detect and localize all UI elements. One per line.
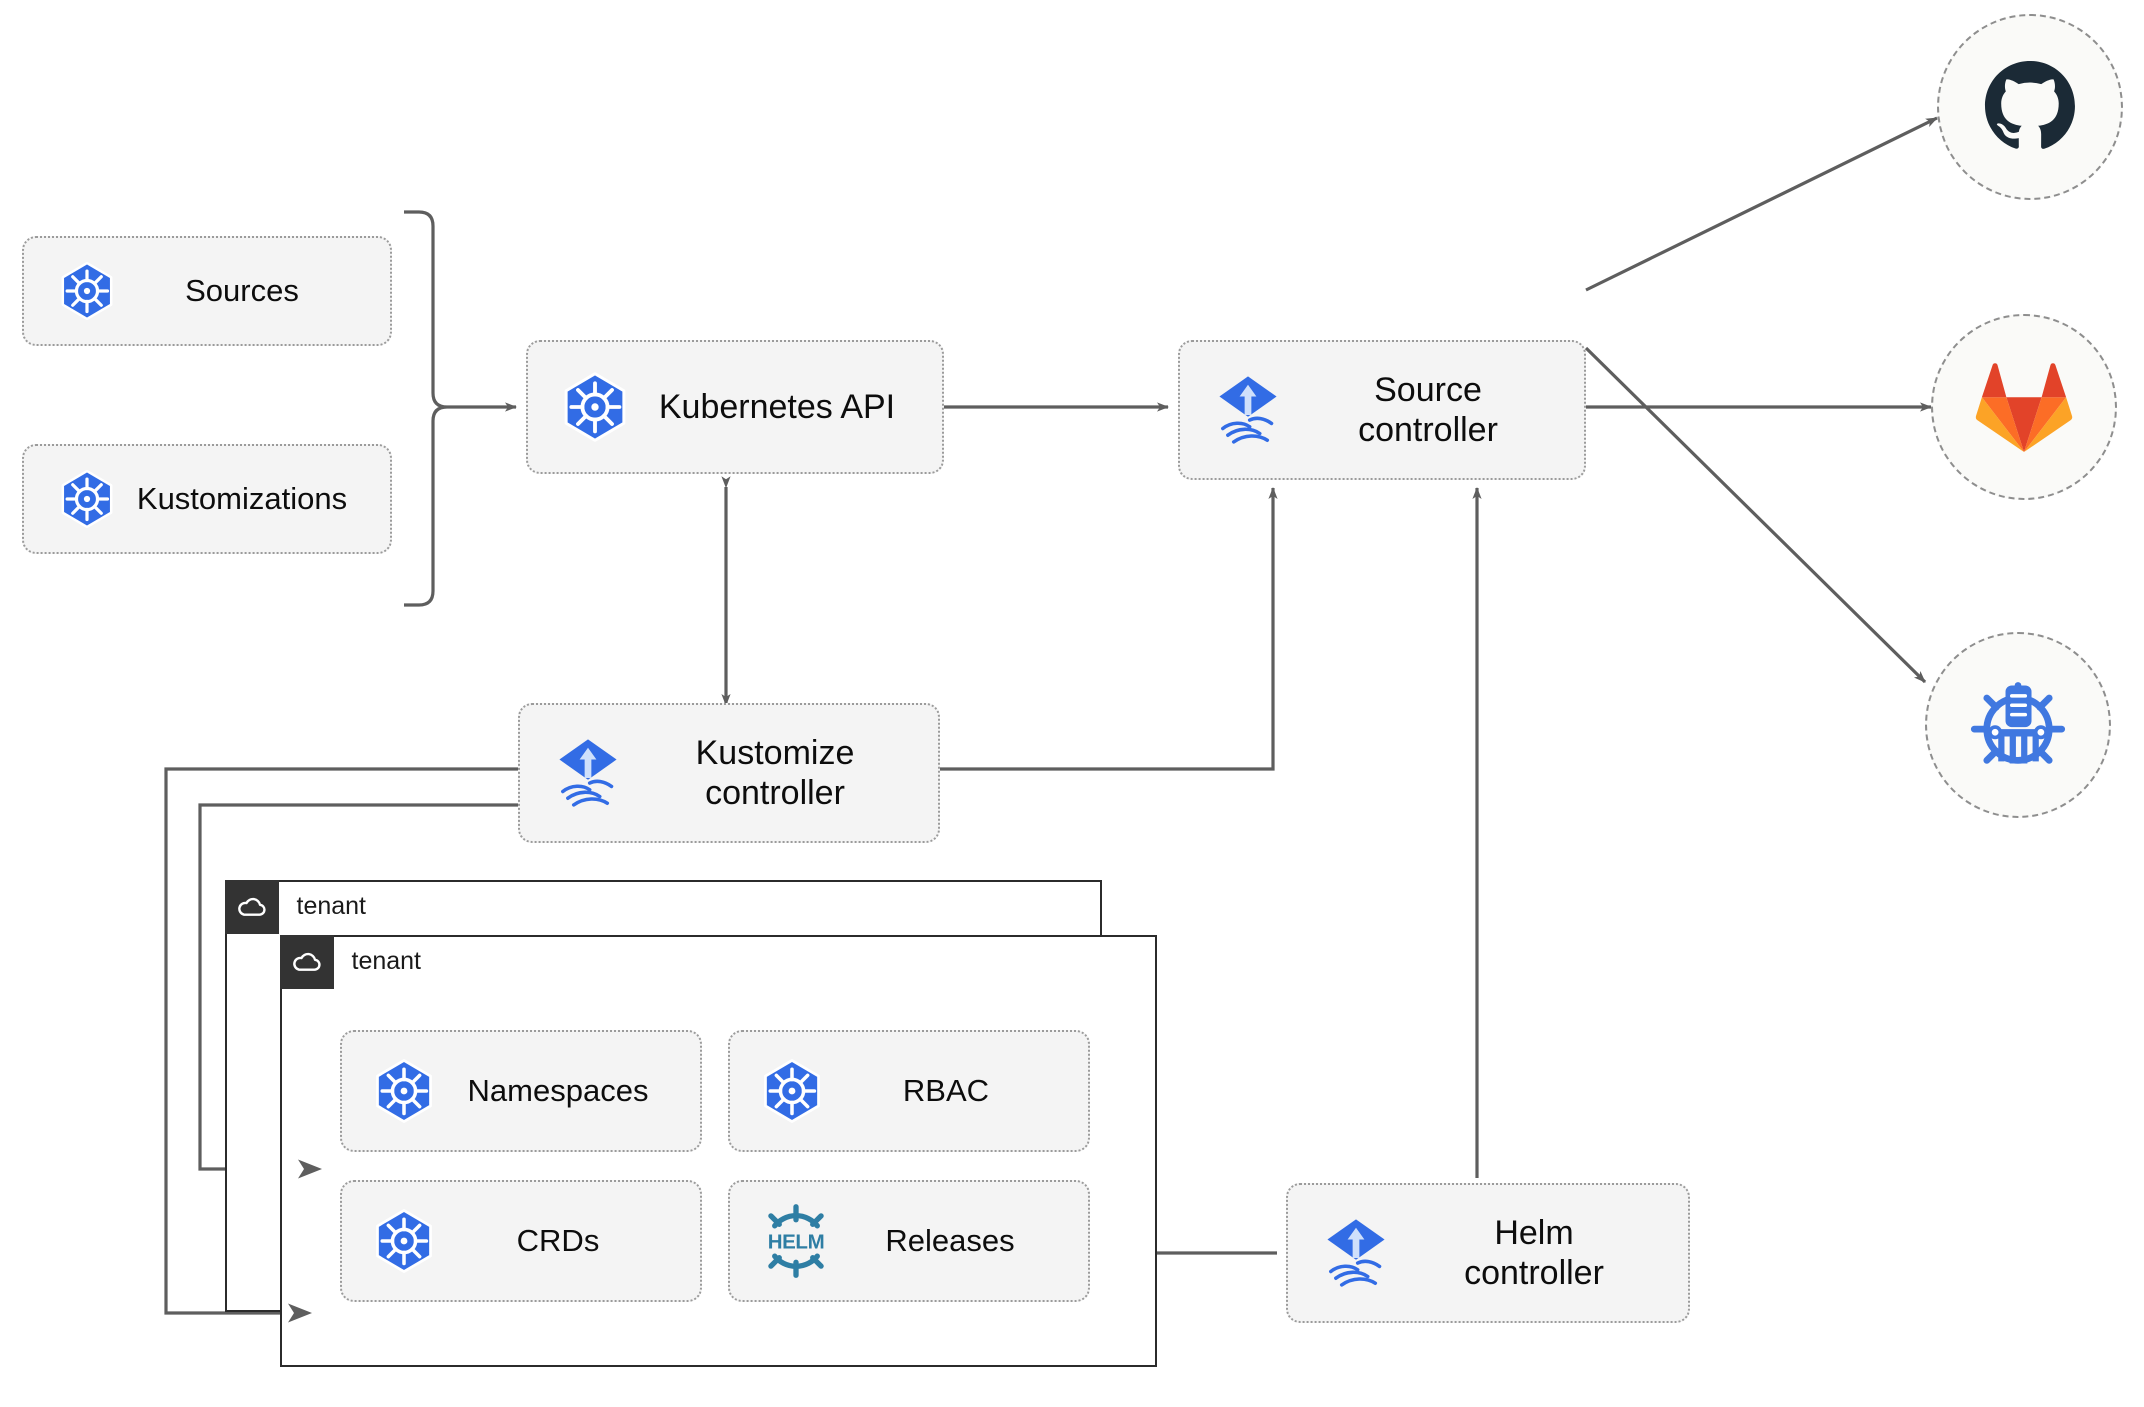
- node-kustomize-controller[interactable]: Kustomize controller: [518, 703, 940, 843]
- tenant-tab-back: tenant: [224, 879, 367, 934]
- kubernetes-icon: [370, 1057, 438, 1125]
- flux-icon: [1206, 368, 1290, 452]
- provider-gitlab[interactable]: [1931, 314, 2117, 500]
- flux-icon: [1314, 1211, 1398, 1295]
- node-label: Helm controller: [1464, 1213, 1604, 1292]
- provider-helm-repository[interactable]: [1925, 632, 2111, 818]
- tenant-tab-front: tenant: [279, 934, 422, 989]
- node-label: Namespaces: [467, 1072, 649, 1108]
- tenant-label-back: tenant: [296, 892, 367, 920]
- node-namespaces[interactable]: Namespaces: [340, 1030, 702, 1152]
- kubernetes-icon: [370, 1207, 438, 1275]
- node-rbac[interactable]: RBAC: [728, 1030, 1090, 1152]
- node-source-controller[interactable]: Source controller: [1178, 340, 1586, 480]
- helm-icon: HELM: [758, 1203, 834, 1279]
- node-releases[interactable]: HELM Releases: [728, 1180, 1090, 1302]
- github-icon: [1982, 59, 2078, 155]
- helm-repository-icon: [1966, 673, 2070, 777]
- node-label: Kubernetes API: [658, 387, 896, 426]
- node-sources[interactable]: Sources: [22, 236, 392, 346]
- node-label: CRDs: [516, 1222, 600, 1258]
- edge-source-github: [1585, 116, 1938, 292]
- cloud-icon: [224, 879, 279, 934]
- kubernetes-icon: [56, 468, 118, 530]
- tenant-label-front: tenant: [351, 947, 422, 975]
- node-label: RBAC: [902, 1072, 990, 1108]
- node-label: Sources: [185, 272, 299, 308]
- node-label: Releases: [885, 1222, 1015, 1258]
- node-kubernetes-api[interactable]: Kubernetes API: [526, 340, 944, 474]
- edge-kustomize-source: [940, 487, 1278, 771]
- node-label: Source controller: [1358, 370, 1498, 449]
- node-crds[interactable]: CRDs: [340, 1180, 702, 1302]
- cloud-icon: [279, 934, 334, 989]
- group-brace: [404, 210, 448, 607]
- gitlab-icon: [1975, 360, 2073, 454]
- kubernetes-icon: [56, 260, 118, 322]
- kubernetes-icon: [558, 370, 632, 444]
- node-label: Kustomize controller: [695, 733, 855, 812]
- svg-text:HELM: HELM: [768, 1231, 825, 1254]
- kubernetes-icon: [758, 1057, 826, 1125]
- provider-github[interactable]: [1937, 14, 2123, 200]
- node-label: Kustomizations: [136, 480, 348, 516]
- flux-icon: [546, 731, 630, 815]
- edge-source-helmrepo: [1584, 346, 1927, 684]
- node-helm-controller[interactable]: Helm controller: [1286, 1183, 1690, 1323]
- node-kustomizations[interactable]: Kustomizations: [22, 444, 392, 554]
